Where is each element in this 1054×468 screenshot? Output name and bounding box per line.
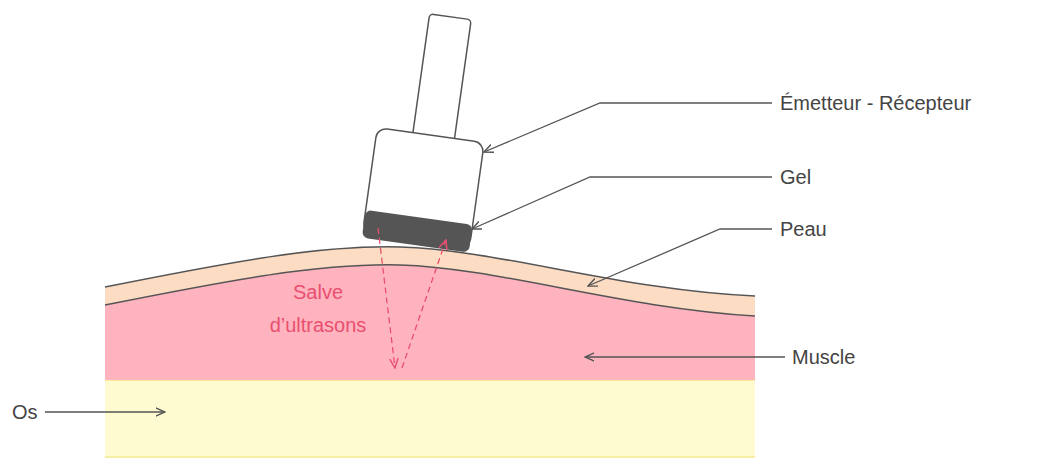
signal-label: Salve d’ultrasons xyxy=(248,276,388,342)
leader-line xyxy=(484,103,772,152)
leader-line xyxy=(472,177,772,229)
leader-line xyxy=(45,411,165,412)
bone-edge xyxy=(105,456,755,458)
part-label: Muscle xyxy=(792,345,855,369)
ultrasound-path xyxy=(378,228,395,368)
probe-handle xyxy=(411,14,471,151)
skin-outline xyxy=(105,265,755,316)
skin-outline xyxy=(105,247,755,296)
leader-line xyxy=(588,229,772,286)
ultrasound-path xyxy=(402,240,446,368)
part-label: Émetteur - Récepteur xyxy=(780,91,971,115)
bone-layer xyxy=(105,380,755,457)
skin-layer xyxy=(105,247,755,316)
part-label: Peau xyxy=(780,217,827,241)
leader-line xyxy=(585,356,785,357)
part-label: Gel xyxy=(780,165,811,189)
part-label: Os xyxy=(12,400,38,424)
probe xyxy=(362,9,501,253)
